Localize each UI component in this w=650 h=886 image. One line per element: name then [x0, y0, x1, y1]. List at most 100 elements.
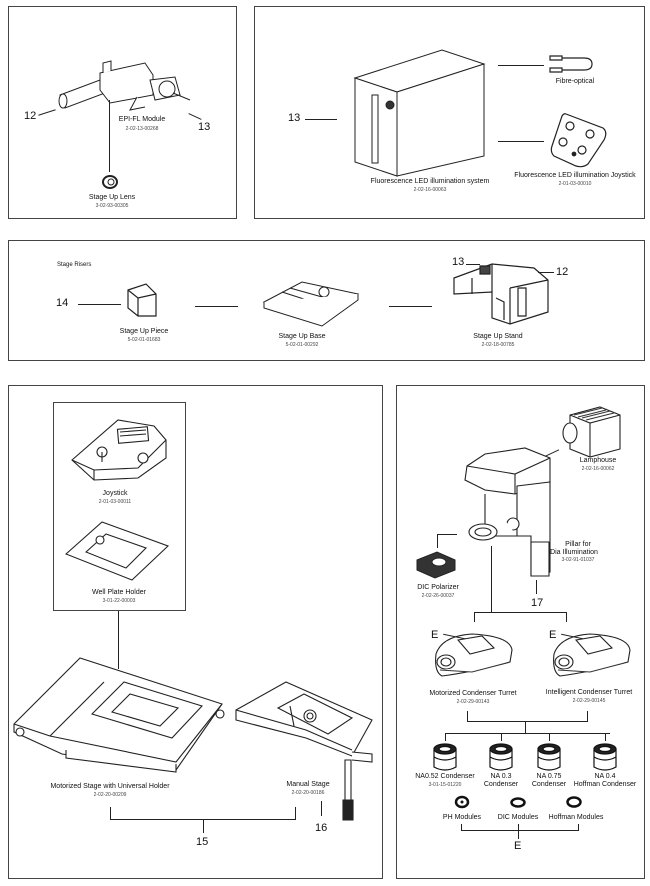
stage-up-piece-drawing: [124, 282, 160, 318]
bracket-line: [549, 733, 550, 741]
dic-module-icon: [510, 797, 526, 808]
callout-15: 15: [196, 836, 209, 848]
bracket-line: [566, 612, 567, 622]
stage-risers-title: Stage Risers: [57, 262, 92, 268]
joystick-drawing: [68, 418, 168, 482]
dic-polarizer-drawing: [415, 550, 457, 580]
ph-modules-label: PH Modules: [442, 814, 482, 821]
fibre-optical-label: Fibre-optical: [555, 78, 595, 85]
condenser-label: NA0.52 Condenser: [415, 773, 475, 780]
bracket-line: [525, 721, 526, 733]
callout-17: 17: [531, 597, 544, 609]
callout-13: 13: [288, 112, 301, 124]
bracket-line: [467, 721, 588, 722]
stage-up-base-drawing: [262, 278, 360, 326]
callout-13: 13: [452, 256, 465, 268]
leader-line: [437, 534, 457, 535]
callout-13: 13: [198, 121, 211, 133]
callout-12: 12: [556, 266, 569, 278]
manual-stage-drawing: [234, 680, 374, 830]
stage-up-lens-part: 3-02-93-00305: [95, 203, 129, 209]
intelligent-condenser-turret-drawing: [550, 632, 632, 678]
bracket-line: [474, 612, 566, 613]
bracket-line: [445, 733, 610, 734]
stage-up-stand-part: 2-02-18-00785: [481, 342, 515, 348]
leader-line: [118, 611, 119, 669]
led-illumination-system-label: Fluorescence LED illumination system: [370, 178, 490, 185]
callout-e: E: [431, 629, 439, 641]
stage-up-stand-label: Stage Up Stand: [473, 333, 523, 340]
led-joystick-part: 2-01-03-00010: [558, 181, 592, 187]
bracket-line: [295, 807, 296, 820]
condenser-drawing: [432, 741, 458, 771]
dia-illumination-pillar-drawing: [455, 446, 560, 586]
bracket-line: [474, 612, 475, 622]
leader-line: [195, 306, 238, 307]
epi-fl-module-label: EPI-FL Module: [118, 116, 166, 123]
bracket-line: [445, 733, 446, 741]
callout-e: E: [549, 629, 557, 641]
hoffman-modules-label: Hoffman Modules: [548, 814, 604, 821]
bracket-line: [461, 824, 462, 830]
condenser-label-line2: Condenser: [483, 781, 519, 788]
epi-fl-module-part: 2-02-13-00268: [125, 126, 159, 132]
ph-module-icon: [455, 796, 469, 808]
pillar-label-line2: Dia Illumination: [550, 549, 598, 556]
motorized-condenser-turret-part: 2-02-29-00143: [456, 699, 490, 705]
hoffman-module-icon: [566, 796, 582, 808]
bracket-line: [501, 733, 502, 741]
leader-line: [466, 264, 480, 265]
joystick-label: Joystick: [102, 490, 128, 497]
condenser-drawing: [488, 741, 514, 771]
stage-up-lens-label: Stage Up Lens: [88, 194, 136, 201]
leader-line: [437, 534, 438, 548]
motorized-stage-label: Motorized Stage with Universal Holder: [50, 783, 170, 790]
condenser-label: NA 0.4: [594, 773, 616, 780]
dic-polarizer-label: DIC Polarizer: [417, 584, 459, 591]
bracket-line: [587, 711, 588, 722]
bracket-line: [467, 711, 468, 722]
stage-up-base-part: 5-02-01-00292: [285, 342, 319, 348]
leader-line: [491, 546, 492, 612]
condenser-label: NA 0.3: [490, 773, 512, 780]
pillar-part: 3-02-91-01037: [561, 557, 595, 563]
condenser-label-line2: Condenser: [531, 781, 567, 788]
dic-polarizer-part: 2-02-26-00037: [421, 593, 455, 599]
bracket-line: [203, 819, 204, 833]
well-plate-holder-label: Well Plate Holder: [92, 589, 146, 596]
bracket-line: [110, 807, 111, 820]
led-joystick-label: Fluorescence LED illumination Joystick: [514, 172, 636, 179]
leader-line: [498, 141, 544, 142]
bracket-line: [578, 824, 579, 830]
callout-12: 12: [24, 110, 37, 122]
manual-stage-label: Manual Stage: [286, 781, 330, 788]
lamphouse-part: 2-02-16-00062: [581, 466, 615, 472]
leader-line: [389, 306, 432, 307]
led-illumination-system-drawing: [352, 50, 487, 180]
well-plate-holder-part: 3-01-22-00003: [102, 598, 136, 604]
condenser-label: NA 0.75: [536, 773, 562, 780]
stage-up-lens-drawing: [101, 174, 119, 190]
condenser-label-line2: Hoffman Condenser: [573, 781, 637, 788]
dic-modules-label: DIC Modules: [497, 814, 539, 821]
condenser-drawing: [536, 741, 562, 771]
callout-e: E: [514, 840, 522, 852]
epi-fl-module-drawing: [55, 55, 205, 125]
leader-line: [536, 580, 537, 594]
bracket-line: [605, 733, 606, 741]
bracket-line: [461, 830, 579, 831]
lamphouse-label: Lamphouse: [579, 457, 617, 464]
intelligent-condenser-turret-part: 2-02-29-00145: [572, 698, 606, 704]
lamphouse-drawing: [560, 405, 622, 457]
manual-stage-part: 2-02-20-00186: [291, 790, 325, 796]
intelligent-condenser-turret-label: Intelligent Condenser Turret: [545, 689, 633, 696]
bracket-line: [518, 824, 519, 839]
joystick-part: 2-01-03-00011: [98, 499, 132, 505]
leader-line: [321, 801, 322, 816]
condenser-part: 3-01-15-01220: [428, 782, 462, 788]
callout-14: 14: [56, 297, 69, 309]
pillar-label-line1: Pillar for: [565, 541, 591, 548]
leader-line: [305, 119, 337, 120]
leader-line: [109, 100, 110, 172]
leader-line: [538, 272, 554, 273]
